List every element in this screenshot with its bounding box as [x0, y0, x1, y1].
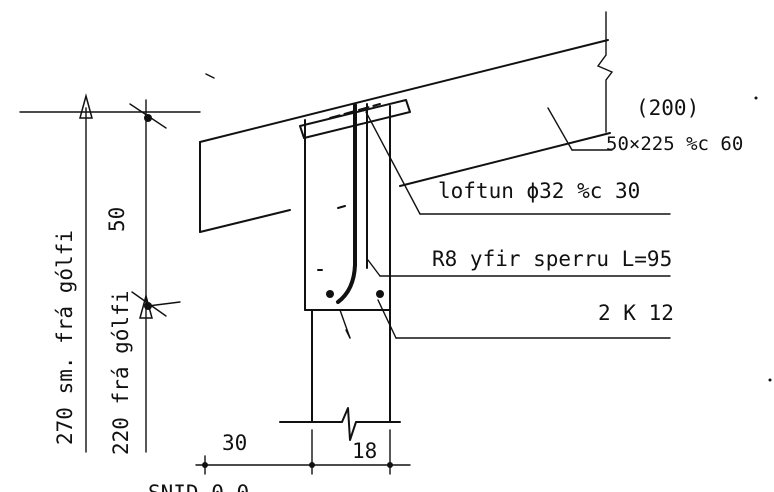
dimension-30-label: 30: [222, 431, 247, 455]
speck: [768, 378, 772, 382]
bottom-bars-label: 2 K 12: [598, 301, 674, 325]
rafter-spacing-label: (200): [636, 96, 699, 120]
height-220-label: 220 frá gólfi: [109, 291, 133, 455]
rafter-size-label: 50×225 %c 60: [606, 133, 743, 155]
height-270-label: 270 sm. frá gólfi: [53, 230, 77, 445]
height-dimensions: [19, 93, 201, 453]
width-dimension: [195, 429, 411, 475]
speck: [754, 96, 758, 100]
leader-lines: [339, 107, 671, 339]
ventilation-label: loftun ϕ32 %c 30: [438, 179, 640, 203]
rebar-over-rafter-label: R8 yfir sperru L=95: [432, 247, 672, 271]
dimension-50-label: 50: [105, 207, 129, 232]
top-plate: [299, 99, 411, 139]
rafter: [199, 11, 614, 233]
concrete-wall: [279, 105, 401, 441]
section-caption: SNID 0-0: [148, 481, 249, 492]
dimension-18-label: 18: [352, 439, 377, 463]
rebar: [317, 103, 384, 304]
speck: [205, 73, 215, 79]
